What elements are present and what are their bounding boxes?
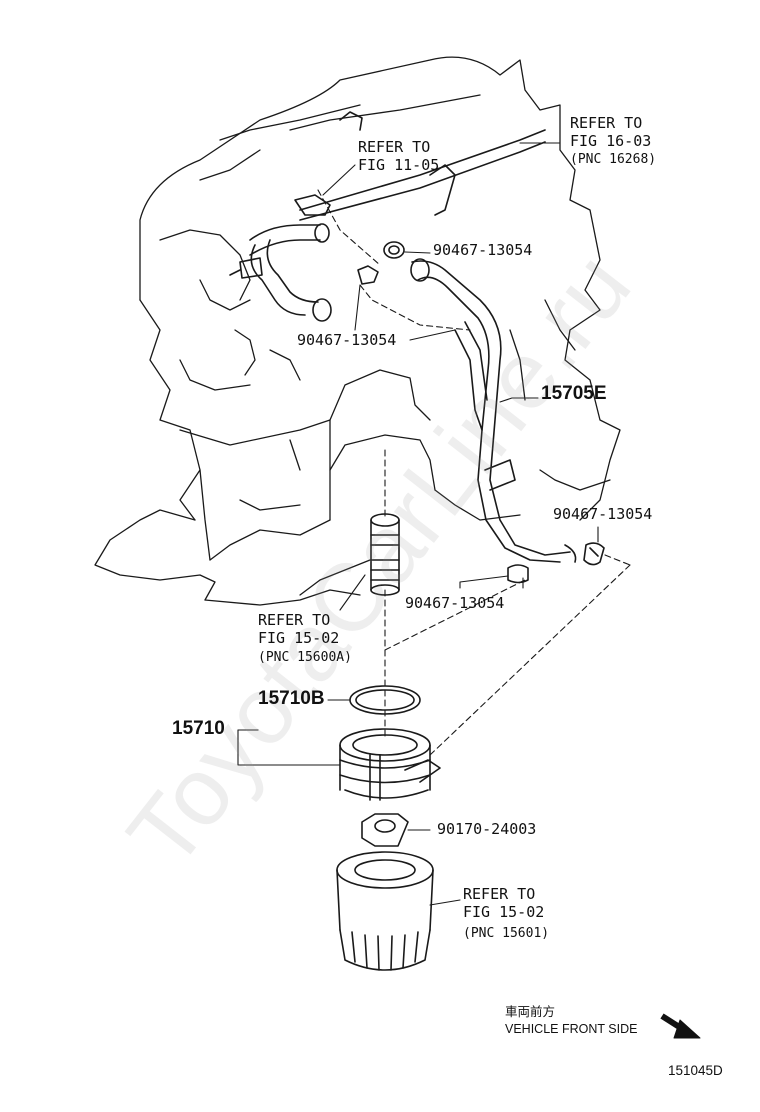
- part-hose: 15705E: [541, 383, 607, 404]
- union-bolt: [370, 513, 400, 596]
- clamp-upper-drawing: [383, 241, 405, 259]
- part-gasket: 15710B: [258, 688, 325, 709]
- refer-16-03-line1: REFER TO: [570, 114, 643, 132]
- nut-drawing: [361, 813, 409, 847]
- orientation-japanese: 車両前方: [505, 1005, 556, 1019]
- refer-15-02a-line1: REFER TO: [258, 611, 331, 629]
- clamp-right-drawing: [583, 542, 605, 566]
- refer-11-05-line2: FIG 11-05: [358, 156, 440, 174]
- refer-16-03-line2: FIG 16-03: [570, 132, 652, 150]
- refer-15-02b-pnc: (PNC 15601): [463, 926, 550, 941]
- orientation-english: VEHICLE FRONT SIDE: [505, 1022, 638, 1036]
- part-clamp-left: 90467-13054: [297, 331, 397, 349]
- main-hose: [410, 258, 577, 563]
- clamp-left-drawing: [357, 265, 379, 285]
- dashed-lines: [317, 189, 631, 756]
- refer-15-02a-pnc: (PNC 15600A): [258, 650, 352, 665]
- cooler-drawing: [339, 728, 441, 801]
- part-clamp-upper: 90467-13054: [433, 241, 533, 259]
- hose-stub: [454, 321, 488, 431]
- front-arrow-icon: [660, 1013, 701, 1039]
- clamp-mid-drawing: [507, 564, 529, 584]
- part-cooler: 15710: [172, 718, 225, 739]
- refer-16-03-pnc: (PNC 16268): [570, 152, 657, 167]
- refer-15-02b-line1: REFER TO: [463, 885, 536, 903]
- leader-lines: [237, 142, 599, 906]
- figure-id: 151045D: [668, 1063, 723, 1078]
- filter-drawing: [336, 851, 434, 971]
- refer-11-05-line1: REFER TO: [358, 138, 431, 156]
- refer-15-02b-line2: FIG 15-02: [463, 903, 545, 921]
- part-nut: 90170-24003: [437, 820, 537, 838]
- refer-15-02a-line2: FIG 15-02: [258, 629, 340, 647]
- left-hose: [229, 223, 332, 322]
- upper-pipe: [294, 111, 546, 221]
- part-clamp-right: 90467-13054: [553, 505, 653, 523]
- part-clamp-mid: 90467-13054: [405, 594, 505, 612]
- engine-block: [94, 56, 621, 606]
